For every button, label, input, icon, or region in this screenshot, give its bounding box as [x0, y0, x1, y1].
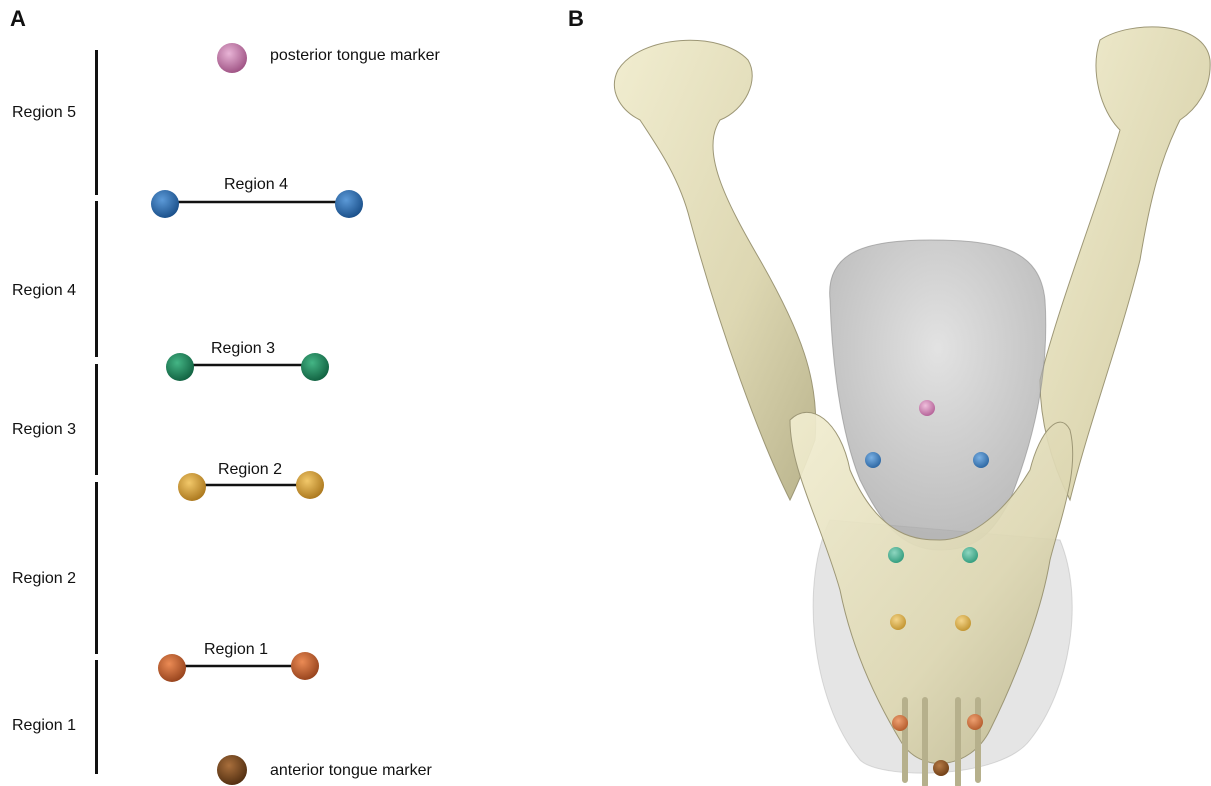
- posterior-marker: [217, 43, 247, 73]
- region-1-left-marker: [158, 654, 186, 682]
- mandible-3d-render: [600, 20, 1211, 786]
- b-posterior-marker: [919, 400, 935, 416]
- region-4-right-marker: [335, 190, 363, 218]
- b-anterior-marker: [933, 760, 949, 776]
- left-ramus: [614, 40, 815, 500]
- b-region-1-left-marker: [892, 715, 908, 731]
- b-region-2-left-marker: [890, 614, 906, 630]
- region-2-left-marker: [178, 473, 206, 501]
- b-region-2-right-marker: [955, 615, 971, 631]
- b-region-3-left-marker: [888, 547, 904, 563]
- anterior-marker: [217, 755, 247, 785]
- posterior-marker-label: posterior tongue marker: [270, 47, 440, 65]
- b-region-4-left-marker: [865, 452, 881, 468]
- region-4-pair-label: Region 4: [224, 176, 288, 194]
- region-3-pair-label: Region 3: [211, 340, 275, 358]
- region-1-pair-label: Region 1: [204, 641, 268, 659]
- region-4-left-marker: [151, 190, 179, 218]
- b-region-1-right-marker: [967, 714, 983, 730]
- region-1-right-marker: [291, 652, 319, 680]
- region-3-left-marker: [166, 353, 194, 381]
- anterior-marker-label: anterior tongue marker: [270, 762, 432, 780]
- b-region-4-right-marker: [973, 452, 989, 468]
- panel-b-label: B: [568, 6, 584, 32]
- region-2-right-marker: [296, 471, 324, 499]
- marker-diagram: [0, 0, 600, 786]
- region-3-right-marker: [301, 353, 329, 381]
- b-region-3-right-marker: [962, 547, 978, 563]
- region-2-pair-label: Region 2: [218, 461, 282, 479]
